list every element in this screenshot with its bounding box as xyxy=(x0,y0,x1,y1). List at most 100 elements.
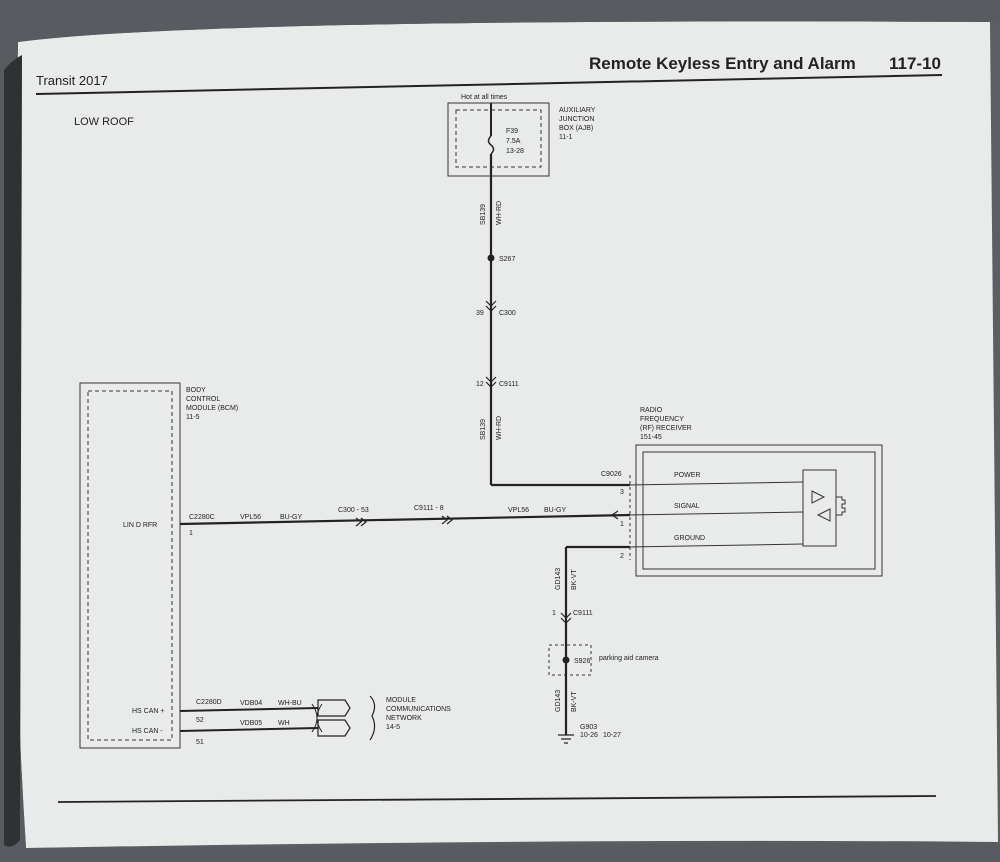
fuse-rating: 7.5A xyxy=(506,138,521,145)
ajb-box xyxy=(447,102,550,177)
wire-vdb05 xyxy=(179,727,319,732)
bcm-label-3: MODULE (BCM) xyxy=(186,405,238,412)
connector-c300-pin: 39 xyxy=(476,310,484,317)
network-brace xyxy=(369,695,376,741)
network-label-1: MODULE xyxy=(386,697,416,704)
network-label-4: 14-5 xyxy=(386,724,400,731)
page-title: Remote Keyless Entry and Alarm xyxy=(589,54,856,73)
gd143-circuit-bottom: GD143 xyxy=(555,690,562,712)
camera-dashed-box xyxy=(548,644,592,676)
splice-s926-label: S926 xyxy=(574,658,590,665)
bcm-hscan-plus-label: HS CAN + xyxy=(132,708,164,715)
lin-c9111-label: C9111 - 8 xyxy=(414,505,444,512)
ground-id: G903 xyxy=(580,724,597,731)
lin-c9111-symbol xyxy=(441,515,453,525)
receiver-pin-signal: 1 xyxy=(620,521,624,528)
can-circuit-plus: VDB04 xyxy=(240,700,262,707)
receiver-power-line xyxy=(629,481,804,486)
lin-color-right: BU-GY xyxy=(544,507,567,514)
binding-edge xyxy=(4,55,22,847)
lin-c300-label: C300 - 53 xyxy=(338,507,369,514)
can-connector: C2280D xyxy=(196,699,222,706)
gd143-c9111-pin: 1 xyxy=(552,610,556,617)
gd143-circuit-top: GD143 xyxy=(555,568,562,590)
connector-c9111-pin: 12 xyxy=(476,381,484,388)
receiver-amp-icon-out xyxy=(811,490,826,504)
bcm-label-2: CONTROL xyxy=(186,396,220,403)
ajb-label-1: AUXILIARY xyxy=(559,107,596,114)
receiver-amp-icon-in xyxy=(816,508,831,522)
wire-vpl56 xyxy=(179,513,631,526)
header-left: Transit 2017 xyxy=(36,73,108,88)
lin-receiver-arrow xyxy=(610,510,619,520)
can-pin-minus: 51 xyxy=(196,739,204,746)
can-pin-plus: 52 xyxy=(196,717,204,724)
section-label: LOW ROOF xyxy=(74,116,134,128)
antenna-coil-icon xyxy=(836,496,846,516)
ajb-inner-dashed xyxy=(455,109,542,168)
receiver-label-1: RADIO xyxy=(640,407,663,414)
receiver-label-3: (RF) RECEIVER xyxy=(640,425,692,432)
gd143-c9111-label: C9111 xyxy=(573,610,593,617)
ground-ref-a: 10-26 xyxy=(580,732,598,739)
lin-pin: 1 xyxy=(189,530,193,537)
receiver-label-2: FREQUENCY xyxy=(640,416,684,423)
receiver-ground-line xyxy=(629,543,804,548)
lin-connector: C2280C xyxy=(189,514,215,521)
lin-c300-symbol xyxy=(355,517,367,527)
camera-label: parking aid camera xyxy=(599,655,659,662)
receiver-module-block xyxy=(802,469,837,547)
splice-s267-dot xyxy=(487,254,495,262)
receiver-label-4: 151-45 xyxy=(640,434,662,441)
footer-rule xyxy=(57,795,937,803)
paper-sheet xyxy=(13,21,998,848)
network-label-2: COMMUNICATIONS xyxy=(386,706,451,713)
bcm-label-1: BODY xyxy=(186,387,206,394)
ajb-label-4: 11-1 xyxy=(559,134,573,141)
can-color-plus: WH-BU xyxy=(278,700,302,707)
wire-sb139-circuit-top: SB139 xyxy=(480,204,487,225)
receiver-ground-label: GROUND xyxy=(674,535,705,542)
lin-circuit-right: VPL56 xyxy=(508,507,529,514)
ground-symbol-icon xyxy=(558,734,574,744)
receiver-signal-line xyxy=(629,511,804,516)
can-circuit-minus: VDB05 xyxy=(240,720,262,727)
header-rule xyxy=(35,74,943,95)
bcm-hscan-minus-label: HS CAN - xyxy=(132,728,163,735)
gd143-c9111-symbol xyxy=(560,612,572,624)
connector-c9111-label: C9111 xyxy=(499,381,519,388)
ajb-label-3: BOX (AJB) xyxy=(559,125,593,132)
fuse-symbol xyxy=(487,135,495,155)
splice-s267-label: S267 xyxy=(499,256,515,263)
network-label-3: NETWORK xyxy=(386,715,422,722)
lin-circuit-left: VPL56 xyxy=(240,514,261,521)
can-color-minus: WH xyxy=(278,720,290,727)
wire-vdb04 xyxy=(179,707,319,712)
splice-s926-dot xyxy=(562,656,570,664)
gd143-color-top: BK-VT xyxy=(571,569,578,590)
receiver-signal-label: SIGNAL xyxy=(674,503,700,510)
receiver-outer-box xyxy=(635,444,883,577)
wire-sb139-circuit-bottom: SB139 xyxy=(480,419,487,440)
receiver-pin-ground: 2 xyxy=(620,553,624,560)
bcm-lin-pin-label: LIN D RFR xyxy=(123,522,157,529)
page-number: 117-10 xyxy=(889,54,941,73)
can-plus-terminal xyxy=(317,699,351,717)
receiver-pin-power: 3 xyxy=(620,489,624,496)
connector-c300-symbol xyxy=(485,300,497,312)
ground-ref-b: 10-27 xyxy=(603,732,621,739)
gd143-color-bottom: BK-VT xyxy=(571,691,578,712)
bcm-label-4: 11-5 xyxy=(186,414,200,421)
can-twisted-pair-symbol xyxy=(311,703,323,733)
wire-sb139-color-top: WH-RD xyxy=(496,201,503,225)
hot-at-all-times: Hot at all times xyxy=(461,94,508,101)
connector-c300-label: C300 xyxy=(499,310,516,317)
lin-color-left: BU-GY xyxy=(280,514,303,521)
receiver-connector: C9026 xyxy=(601,471,622,478)
ajb-label-2: JUNCTION xyxy=(559,116,594,123)
fuse-id: F39 xyxy=(506,128,518,135)
bcm-inner-dashed xyxy=(87,390,173,741)
receiver-power-label: POWER xyxy=(674,472,700,479)
